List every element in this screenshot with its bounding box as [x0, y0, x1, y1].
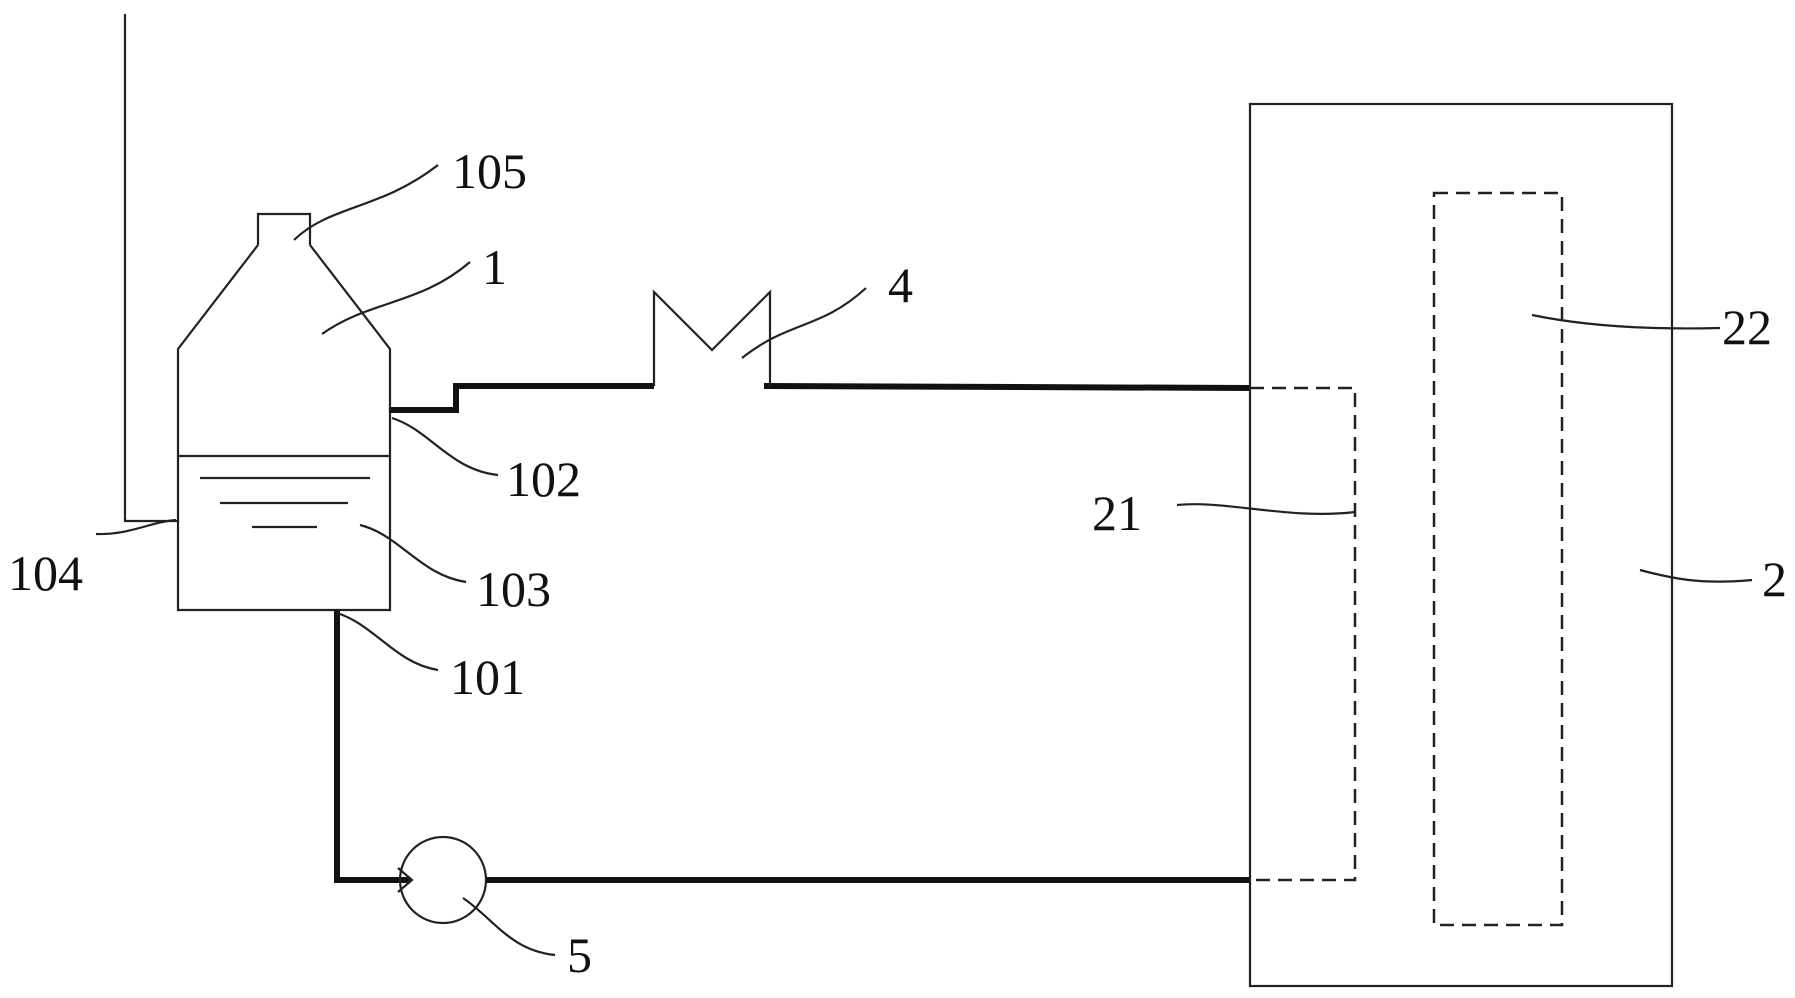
label-104: 104: [8, 545, 83, 601]
label-1: 1: [482, 239, 507, 295]
vent-pipe: [123, 14, 178, 523]
leader-103: [359, 523, 467, 584]
leader-104: [95, 518, 177, 536]
dashed-region-22: [1432, 191, 1564, 927]
check-valve: [652, 289, 772, 386]
bottle-body: [176, 244, 392, 612]
reservoir-bottle: [176, 212, 392, 612]
label-102: 102: [506, 451, 581, 507]
label-22: 22: [1722, 299, 1772, 355]
leader-5: [462, 897, 556, 957]
enclosure: [1248, 102, 1674, 988]
label-5: 5: [567, 927, 592, 983]
upper-pipe-to-enclosure: [763, 383, 1251, 391]
upper-pipe-to-valve: [389, 383, 654, 413]
leader-2: [1639, 568, 1753, 583]
dashed-region-21: [1250, 386, 1357, 882]
leader-1: [321, 261, 471, 335]
lower-pipe-to-pump: [334, 610, 400, 883]
leader-101: [336, 611, 439, 672]
pump: [398, 835, 488, 925]
leader-105: [293, 164, 439, 241]
bottle-neck: [256, 212, 312, 245]
label-103: 103: [476, 561, 551, 617]
label-21: 21: [1092, 485, 1142, 541]
label-105: 105: [452, 143, 527, 199]
label-101: 101: [450, 649, 525, 705]
pump-arrow-head: [397, 867, 414, 893]
leader-21: [1176, 503, 1356, 515]
leader-4: [741, 287, 867, 359]
label-4: 4: [888, 257, 913, 313]
label-2: 2: [1762, 551, 1787, 607]
leader-102: [391, 416, 499, 477]
leader-22: [1531, 313, 1721, 330]
